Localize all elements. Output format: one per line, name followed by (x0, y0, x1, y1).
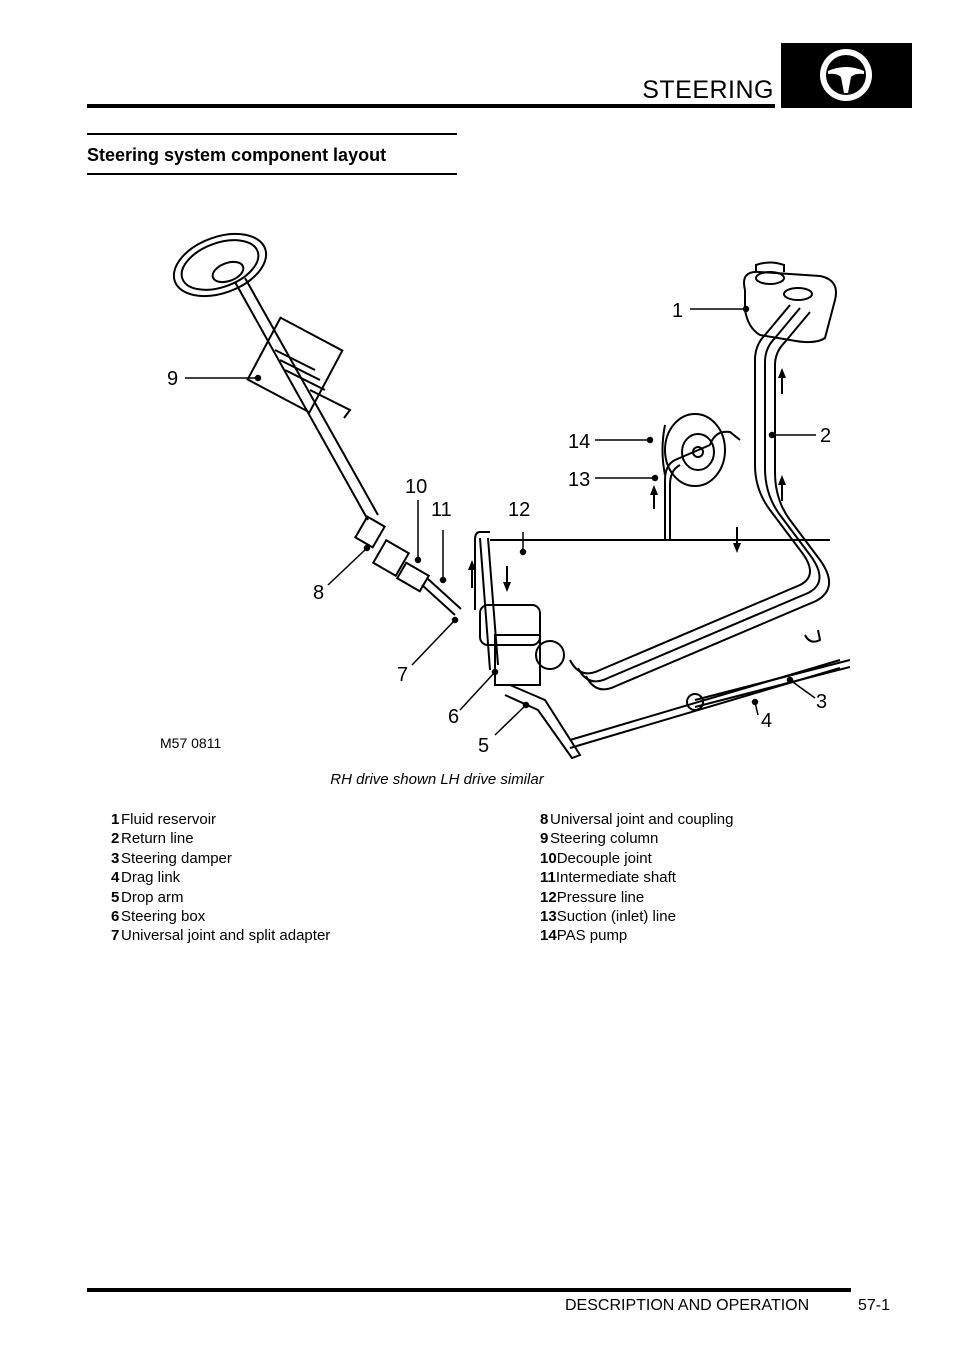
callout-10: 10 (405, 476, 427, 498)
legend-item: 13Suction (inlet) line (540, 907, 860, 926)
callout-13: 13 (568, 469, 590, 491)
legend-number: 4 (111, 869, 120, 887)
flow-arrows (468, 368, 786, 592)
legend-label: Decouple joint (556, 849, 652, 867)
callout-12: 12 (508, 499, 530, 521)
callout-1: 1 (672, 300, 683, 322)
header-rule (87, 104, 775, 108)
footer-page-number: 57-1 (858, 1297, 891, 1314)
legend-label: Return line (121, 830, 194, 848)
figure-code: M57 0811 (160, 735, 221, 751)
callout-11: 11 (431, 499, 452, 521)
callout-6: 6 (448, 706, 459, 728)
callout-3: 3 (816, 691, 827, 713)
figure-caption: RH drive shown LH drive similar (330, 771, 544, 788)
steering-wheel-icon (781, 43, 912, 108)
steering-layout-figure: 1 2 3 4 5 6 7 8 9 10 11 12 13 14 M57 081… (150, 210, 851, 770)
legend-item: 14PAS pump (540, 926, 860, 945)
callout-9: 9 (167, 368, 178, 390)
legend-label: Fluid reservoir (121, 811, 217, 828)
callout-8: 8 (313, 582, 324, 604)
drag-link-drawing (569, 629, 851, 749)
section-title: Steering system component layout (87, 145, 387, 165)
legend-number: 2 (111, 830, 120, 848)
legend-label: Suction (inlet) line (556, 908, 676, 926)
legend-label: Universal joint and split adapter (121, 927, 331, 945)
legend-number: 7 (111, 927, 120, 945)
callout-5: 5 (478, 735, 489, 757)
legend-number: 1 (111, 811, 120, 828)
legend-label: PAS pump (556, 927, 628, 945)
legend-label: Steering column (550, 830, 659, 848)
callout-leaders (185, 305, 816, 736)
steering-column-drawing (234, 277, 379, 521)
legend-label: Drop arm (121, 888, 184, 906)
section-rule-top (87, 133, 457, 135)
legend-label: Pressure line (556, 888, 645, 906)
legend-item: 10Decouple joint (540, 849, 860, 868)
pas-pump-drawing (661, 413, 726, 487)
footer-section-name: DESCRIPTION AND OPERATION (565, 1297, 810, 1314)
legend-label: Steering damper (121, 849, 232, 867)
hydraulic-lines-drawing (474, 304, 830, 691)
legend-label: Universal joint and coupling (550, 811, 734, 828)
footer-rule (87, 1288, 851, 1292)
fluid-reservoir-drawing (743, 261, 837, 344)
legend-label: Drag link (121, 869, 181, 887)
legend-item: 12Pressure line (540, 888, 860, 907)
legend-number: 8 (540, 811, 549, 828)
callout-14: 14 (568, 431, 590, 453)
steering-box-drawing (479, 604, 582, 760)
legend-item: 11Intermediate shaft (540, 868, 860, 887)
legend-number: 9 (540, 830, 549, 848)
intermediate-shaft-drawing (353, 515, 462, 616)
legend-number: 11 (540, 869, 556, 887)
legend-number: 3 (111, 849, 120, 867)
section-rule-bottom (87, 173, 457, 175)
header-section-title: STEERING (642, 76, 774, 104)
callout-7: 7 (397, 664, 408, 686)
legend-number: 5 (111, 888, 120, 906)
callout-4: 4 (761, 710, 772, 732)
legend-number: 13 (540, 908, 557, 926)
callout-2: 2 (820, 425, 831, 447)
legend-number: 12 (540, 888, 557, 906)
legend-number: 6 (111, 908, 120, 926)
legend-label: Intermediate shaft (555, 869, 676, 887)
legend-label: Steering box (121, 908, 206, 926)
steering-wheel-drawing (172, 232, 268, 298)
legend-number: 14 (540, 927, 557, 945)
legend-number: 10 (540, 849, 557, 867)
